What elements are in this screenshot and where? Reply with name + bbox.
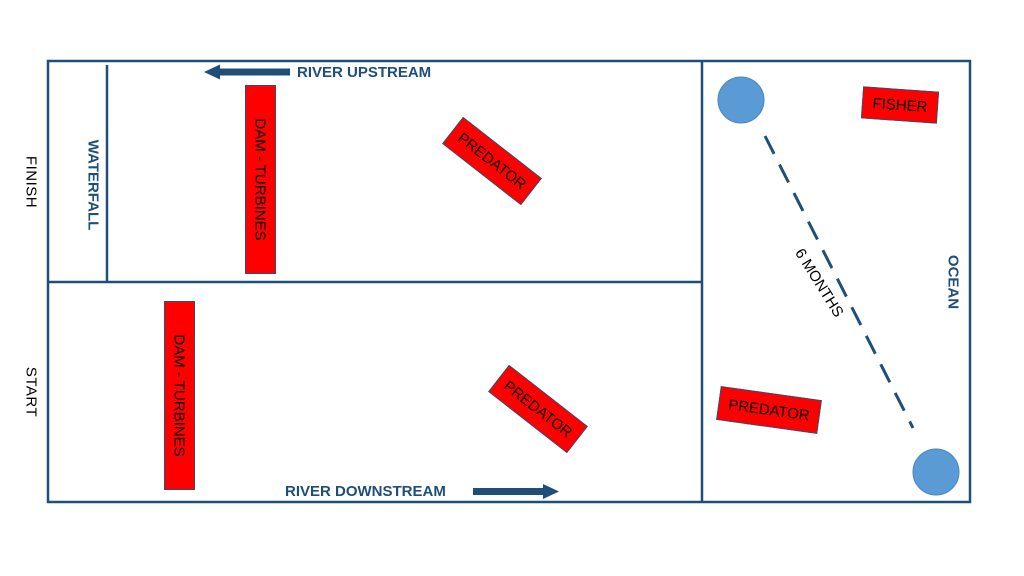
fisher: FISHER [860, 86, 940, 124]
dam-turbines-lower-label: DAM - TURBINES [171, 334, 189, 457]
dam-turbines-lower: DAM - TURBINES [164, 301, 195, 490]
ocean-end-circle [912, 448, 960, 496]
waterfall-label: WATERFALL [84, 139, 102, 231]
ocean-label: OCEAN [944, 254, 962, 310]
dam-turbines-upper-label: DAM - TURBINES [252, 118, 270, 241]
finish-label: FINISH [22, 155, 40, 209]
fisher-label: FISHER [871, 94, 929, 116]
downstream-arrow-icon [473, 484, 559, 499]
migration-dashed-line [763, 135, 915, 429]
upstream-arrow-icon [204, 64, 290, 80]
start-label: START [22, 366, 40, 418]
dam-turbines-upper: DAM - TURBINES [245, 85, 276, 274]
predator-ocean-label: PREDATOR [727, 395, 811, 425]
river-upstream-label: RIVER UPSTREAM [297, 64, 432, 81]
ocean-start-circle [717, 76, 765, 124]
river-downstream-label: RIVER DOWNSTREAM [285, 483, 446, 500]
